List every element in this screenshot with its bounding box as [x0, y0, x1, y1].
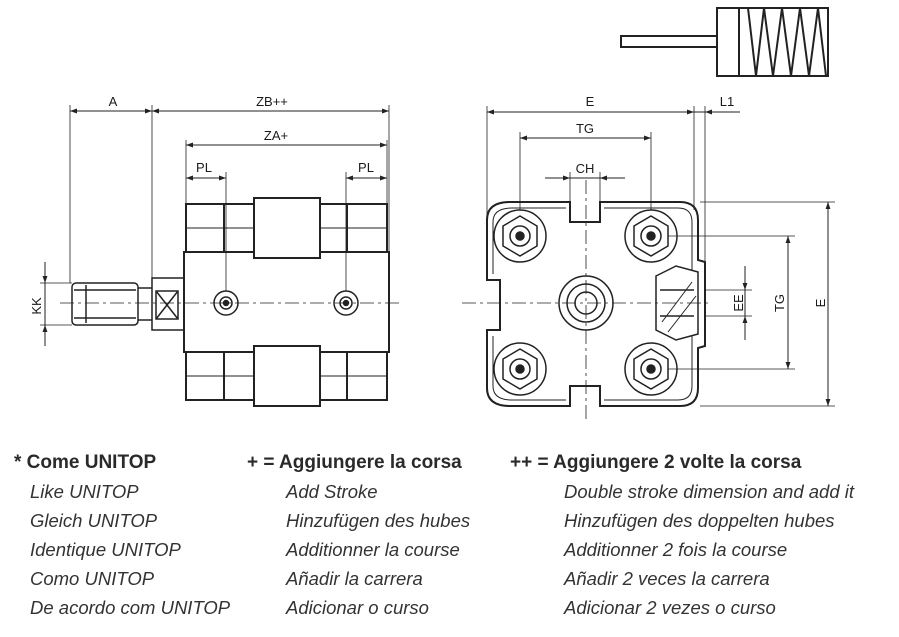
spring-symbol	[620, 7, 829, 77]
legend-item: Añadir la carrera	[286, 568, 423, 589]
dim-tg-side-label: TG	[772, 294, 787, 312]
dim-a-label: A	[109, 94, 118, 109]
dim-kk-label: KK	[29, 297, 44, 315]
screw-top-right	[624, 209, 678, 263]
legend-column-add-stroke: + = Aggiungere la corsa Add Stroke Hinzu…	[247, 448, 470, 622]
legend-item: Identique UNITOP	[30, 539, 181, 560]
rod-nut	[151, 277, 185, 331]
legend-item: Gleich UNITOP	[30, 510, 158, 531]
dim-tg-top-label: TG	[576, 121, 594, 136]
legend-item: Additionner 2 fois la course	[564, 539, 788, 560]
legend: * Come UNITOP Like UNITOP Gleich UNITOP …	[0, 448, 899, 628]
legend-item: Like UNITOP	[30, 481, 139, 502]
screw-top-left	[493, 209, 547, 263]
legend-item: Adicionar o curso	[286, 597, 429, 618]
dim-za-label: ZA+	[264, 128, 288, 143]
legend-item: Additionner la course	[286, 539, 460, 560]
dim-zb-label: ZB++	[256, 94, 288, 109]
dim-ee-label: EE	[731, 294, 746, 312]
legend-item: Como UNITOP	[30, 568, 155, 589]
side-view: A ZB++ ZA+ PL PL KK	[29, 94, 400, 407]
legend-item: Hinzufügen des doppelten hubes	[564, 510, 835, 531]
legend-heading: ++ = Aggiungere 2 volte la corsa	[510, 452, 802, 473]
screw-bottom-left	[493, 342, 547, 396]
piston-rod	[71, 282, 152, 326]
legend-item: De acordo com UNITOP	[30, 597, 231, 618]
cylinder-drawing: A ZB++ ZA+ PL PL KK	[29, 7, 835, 420]
legend-item: Hinzufügen des hubes	[286, 510, 471, 531]
dim-pl-left-label: PL	[196, 160, 212, 175]
dim-pl-right-label: PL	[358, 160, 374, 175]
legend-heading: * Come UNITOP	[14, 452, 157, 473]
legend-item: Añadir 2 veces la carrera	[564, 568, 770, 589]
dim-e-top-label: E	[586, 94, 595, 109]
legend-item: Add Stroke	[286, 481, 378, 502]
screw-bottom-right	[624, 342, 678, 396]
legend-item: Adicionar 2 vezes o curso	[564, 597, 776, 618]
legend-item: Double stroke dimension and add it	[564, 481, 855, 502]
dim-e-side-label: E	[813, 298, 828, 307]
legend-heading: + = Aggiungere la corsa	[247, 452, 462, 473]
dim-ch-label: CH	[576, 161, 595, 176]
side-port	[655, 265, 699, 341]
dim-l1-label: L1	[720, 94, 734, 109]
legend-column-unitop: * Come UNITOP Like UNITOP Gleich UNITOP …	[14, 448, 230, 622]
end-view: E L1 TG CH EE TG E	[462, 94, 835, 420]
legend-column-double-stroke: ++ = Aggiungere 2 volte la corsa Double …	[510, 448, 854, 622]
